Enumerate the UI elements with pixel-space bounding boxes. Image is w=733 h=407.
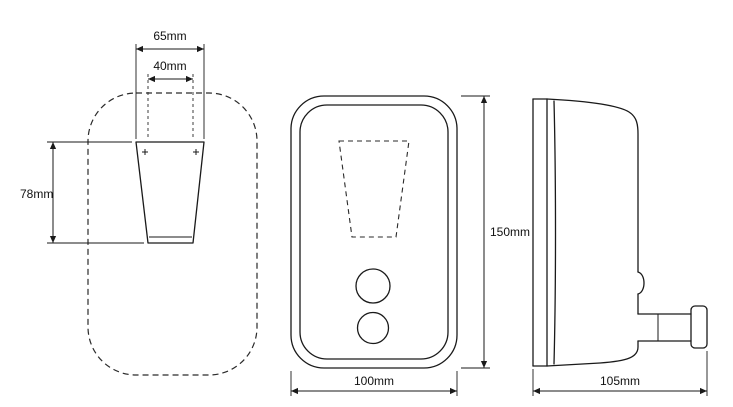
button-bump bbox=[637, 271, 645, 295]
body-top-front-edge bbox=[546, 98, 639, 273]
dim-40mm-label: 40mm bbox=[153, 59, 186, 73]
back-view: 65mm 40mm 78mm bbox=[20, 29, 258, 376]
dim-100mm-label: 100mm bbox=[354, 374, 394, 388]
screw-right bbox=[193, 149, 199, 155]
nozzle-cap bbox=[690, 305, 708, 349]
dim-78mm: 78mm bbox=[20, 141, 144, 244]
dim-65mm-label: 65mm bbox=[153, 29, 186, 43]
front-outer-outline bbox=[290, 95, 458, 369]
back-plate bbox=[532, 98, 557, 367]
pump-nozzle bbox=[637, 305, 708, 349]
dim-150mm-label: 150mm bbox=[490, 225, 530, 239]
screw-left bbox=[142, 149, 148, 155]
level-window-circle bbox=[356, 311, 390, 345]
side-view: 105mm bbox=[532, 98, 708, 396]
dim-105mm: 105mm bbox=[532, 351, 708, 396]
body-hidden-outline bbox=[87, 92, 258, 376]
front-view: 150mm 100mm bbox=[290, 95, 530, 396]
mounting-bracket bbox=[135, 141, 205, 244]
sight-window-hidden bbox=[338, 140, 410, 238]
dim-78mm-label: 78mm bbox=[20, 187, 53, 201]
front-inner-outline bbox=[299, 104, 449, 360]
dim-100mm: 100mm bbox=[290, 371, 458, 396]
push-button-circle bbox=[355, 268, 391, 304]
body-bottom-edge bbox=[546, 340, 639, 367]
dim-65mm: 65mm bbox=[135, 29, 205, 139]
dim-150mm: 150mm bbox=[461, 95, 530, 369]
dim-105mm-label: 105mm bbox=[600, 374, 640, 388]
dim-40mm: 40mm bbox=[147, 59, 194, 140]
cover-seam-line bbox=[553, 100, 557, 365]
